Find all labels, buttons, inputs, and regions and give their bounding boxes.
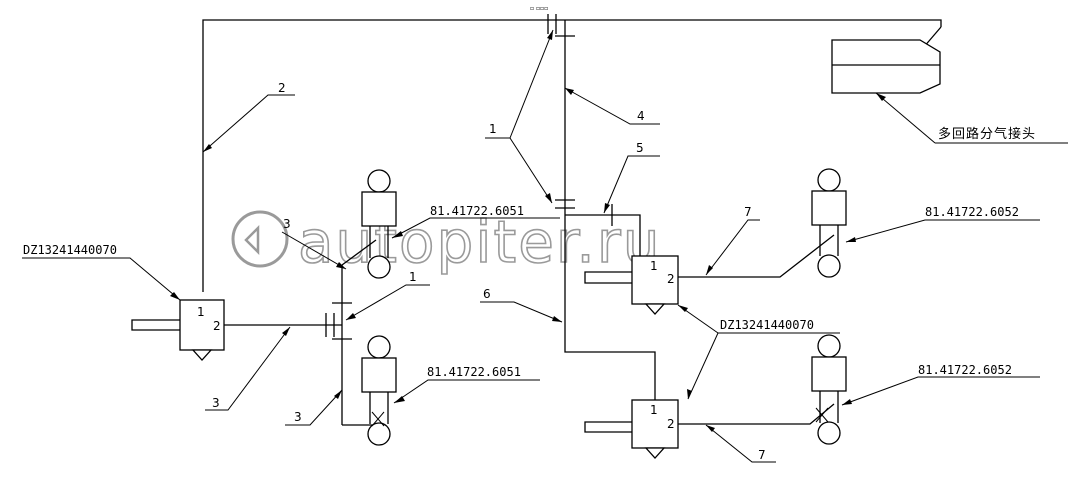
valve-left: 1 2 DZ13241440070 [22, 243, 225, 361]
valve-right-bottom: 1 2 DZ13241440070 [584, 304, 840, 459]
callouts: 2 1 4 5 6 3 1 3 3 [202, 29, 776, 463]
callout-3-top: 3 [283, 217, 291, 231]
pipe-fittings: ▫ ▫▫▫ [325, 5, 613, 340]
chamber-left-bottom-code: 81.41722.6051 [427, 365, 521, 379]
chamber-left-top-code: 81.41722.6051 [430, 204, 524, 218]
top-marks: ▫ ▫▫▫ [530, 5, 548, 12]
callout-4: 4 [637, 109, 645, 123]
callout-3-bottom: 3 [294, 410, 302, 424]
callout-2: 2 [278, 81, 286, 95]
valve-right-bottom-port1: 1 [650, 403, 658, 417]
watermark: autopiter.ru [231, 207, 661, 277]
manifold-label: 多回路分气接头 [938, 126, 1036, 142]
valve-right-bottom-code: DZ13241440070 [720, 318, 814, 332]
valve-left-port2: 2 [213, 319, 221, 333]
callout-1-mid: 1 [409, 270, 417, 284]
multi-circuit-manifold: 多回路分气接头 [831, 39, 1068, 144]
valve-left-code: DZ13241440070 [23, 243, 117, 257]
callout-1-top: 1 [489, 122, 497, 136]
callout-7-bottom: 7 [758, 448, 766, 462]
chamber-left-bottom: 81.41722.6051 [361, 335, 540, 446]
valve-right-top-port2: 2 [667, 272, 675, 286]
callout-5: 5 [636, 141, 644, 155]
valve-right-top: 1 2 [584, 255, 679, 315]
chamber-right-bottom-code: 81.41722.6052 [918, 363, 1012, 377]
valve-right-top-port1: 1 [650, 259, 658, 273]
chamber-left-top: 81.41722.6051 [361, 169, 560, 279]
chamber-right-top-code: 81.41722.6052 [925, 205, 1019, 219]
valve-right-bottom-port2: 2 [667, 417, 675, 431]
chamber-right-top: 81.41722.6052 [811, 168, 1040, 278]
chamber-right-bottom: 81.41722.6052 [811, 334, 1040, 445]
callout-6: 6 [483, 287, 491, 301]
valve-left-port1: 1 [197, 305, 205, 319]
callout-3-bottom-left: 3 [212, 396, 220, 410]
air-lines [202, 19, 942, 426]
watermark-text: autopiter.ru [298, 208, 661, 276]
callout-7-top: 7 [744, 205, 752, 219]
